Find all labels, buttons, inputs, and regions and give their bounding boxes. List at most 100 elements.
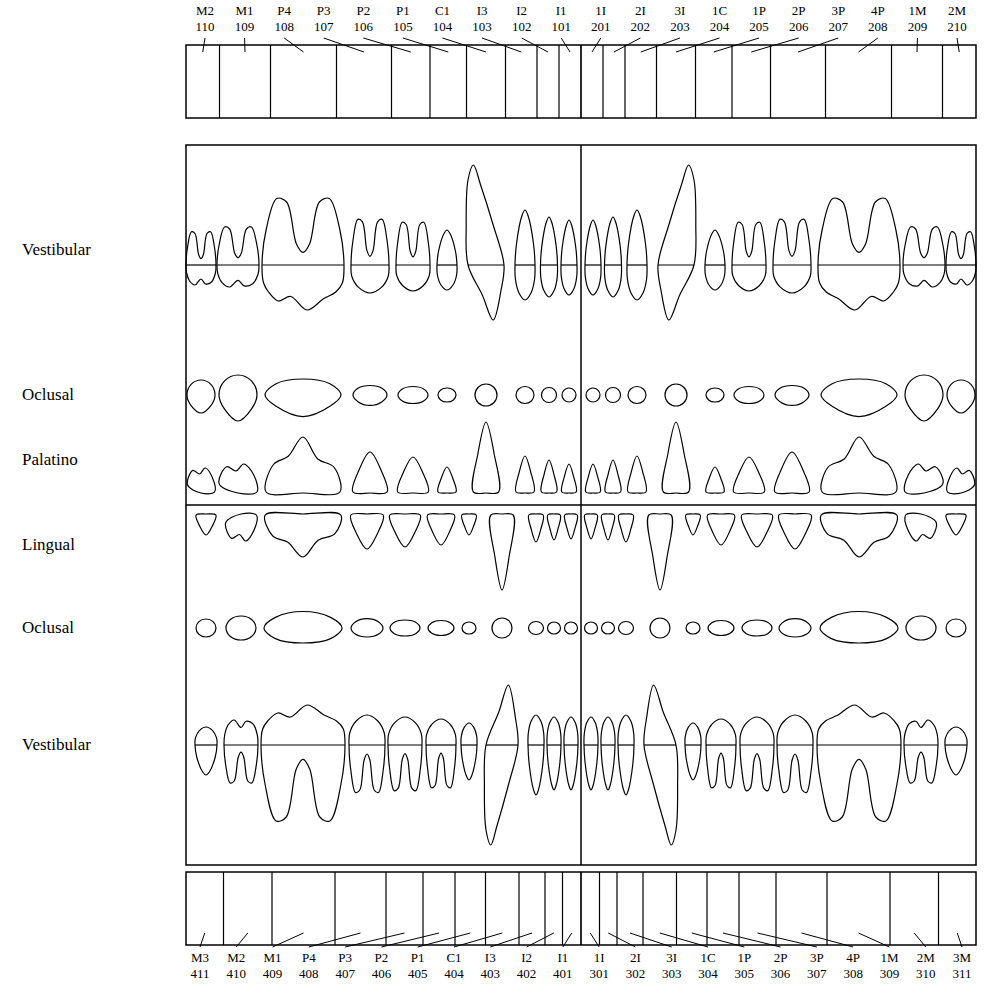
tooth-number: 104	[433, 19, 453, 34]
leader-line	[641, 38, 680, 52]
crown-line	[945, 744, 967, 745]
crown-line	[946, 264, 976, 265]
lower-crown-tooth	[547, 514, 561, 540]
leader-line	[490, 933, 532, 947]
lower-crown-tooth	[427, 514, 455, 545]
upper-vestibular-tooth	[946, 232, 976, 285]
tooth-number: 302	[626, 966, 646, 981]
tooth-code: 2I	[630, 950, 641, 965]
upper-vestibular-tooth	[396, 222, 430, 291]
upper-crown-tooth	[904, 464, 943, 494]
tooth-number: 301	[589, 966, 609, 981]
tooth-number: 411	[190, 966, 209, 981]
upper-vestibular-tooth	[437, 230, 457, 290]
upper-vestibular-tooth	[627, 210, 647, 300]
tooth-code: P2	[356, 3, 370, 18]
leader-line	[802, 933, 854, 947]
lower-crown-tooth	[225, 513, 257, 541]
leader-lines	[200, 38, 962, 947]
upper-occlusal-tooth	[516, 387, 534, 404]
strip-divider	[466, 45, 467, 118]
lower-occlusal-tooth	[708, 621, 734, 636]
upper-occlusal-tooth	[947, 380, 975, 413]
upper-occlusal-tooth	[265, 379, 341, 417]
tooth-number: 405	[408, 966, 428, 981]
crown-line	[685, 744, 701, 745]
lower-vestibular-tooth	[706, 719, 736, 788]
tooth-code: 1M	[880, 950, 898, 965]
tooth-code: P2	[375, 950, 389, 965]
tooth-code: C1	[446, 950, 461, 965]
strip-divider	[558, 45, 559, 118]
main-box	[186, 145, 976, 865]
tooth-number: 310	[916, 966, 936, 981]
upper-vestibular-tooth	[351, 219, 389, 293]
crown-line	[351, 264, 389, 265]
lower-crown-tooth	[389, 513, 421, 547]
upper-occlusal-tooth	[475, 384, 497, 406]
tooth-number: 305	[735, 966, 755, 981]
lower-occlusal-tooth	[548, 622, 561, 634]
strip-divider	[706, 872, 707, 945]
lower-vestibular-tooth	[564, 717, 578, 790]
tooth-code: 2P	[792, 3, 806, 18]
tooth-code: P3	[338, 950, 352, 965]
lower-vestibular-tooth	[388, 717, 422, 791]
leader-line	[957, 38, 959, 52]
lower-vestibular-tooth	[224, 720, 258, 783]
strip-divider	[889, 872, 890, 945]
lower-occlusal-tooth	[650, 618, 670, 638]
upper-occlusal-tooth	[775, 386, 809, 406]
tooth-number: 309	[880, 966, 900, 981]
strip-divider	[336, 45, 337, 118]
tooth-code: M3	[191, 950, 209, 965]
upper-occlusal-tooth	[542, 388, 557, 403]
lower-crown-tooth	[489, 513, 514, 590]
tooth-code: 3M	[953, 950, 971, 965]
tooth-code: 1P	[752, 3, 766, 18]
lower-crown-tooth	[647, 513, 672, 590]
tooth-code: P3	[317, 3, 331, 18]
chart-frame	[186, 45, 976, 945]
upper-occlusal-tooth	[219, 375, 257, 421]
upper-vestibular-tooth	[818, 198, 900, 310]
tooth-code: 1I	[595, 3, 606, 18]
leader-line	[692, 933, 745, 947]
tooth-code: 4P	[846, 950, 860, 965]
upper-vestibular-tooth	[540, 217, 557, 297]
strip-divider	[656, 45, 657, 118]
crown-line	[547, 744, 561, 745]
strip-divider	[219, 45, 220, 118]
tooth-number: 202	[631, 19, 651, 34]
tooth-number: 209	[908, 19, 928, 34]
strip-divider	[580, 872, 581, 945]
tooth-code: 1M	[908, 3, 926, 18]
lower-occlusal-tooth	[196, 619, 216, 637]
lower-occlusal-tooth	[390, 620, 420, 636]
tooth-number: 311	[952, 966, 971, 981]
lower-vestibular-tooth	[528, 715, 544, 795]
upper-crown-tooth	[438, 467, 457, 493]
lower-vestibular-tooth	[685, 723, 701, 780]
crown-line	[388, 744, 422, 745]
upper-occlusal-tooth	[665, 384, 687, 406]
upper-occlusal-tooth	[187, 380, 215, 413]
leader-line	[590, 933, 599, 947]
strip-divider	[454, 872, 455, 945]
upper-vestibular-tooth	[658, 165, 696, 320]
crown-line	[627, 264, 647, 265]
lower-vestibular-tooth	[945, 727, 967, 775]
strip-divider	[676, 872, 677, 945]
lower-crown-tooth	[820, 512, 897, 557]
lower-strip	[186, 872, 976, 945]
strip-divider	[602, 45, 603, 118]
leader-line	[859, 933, 890, 947]
lower-occlusal-tooth	[906, 616, 936, 640]
tooth-number: 204	[710, 19, 730, 34]
upper-vestibular-tooth	[262, 198, 344, 310]
upper-occlusal-tooth	[586, 388, 600, 402]
upper-crown-tooth	[472, 422, 500, 494]
lower-vestibular-tooth	[740, 717, 774, 791]
lower-crown-tooth	[707, 514, 735, 545]
